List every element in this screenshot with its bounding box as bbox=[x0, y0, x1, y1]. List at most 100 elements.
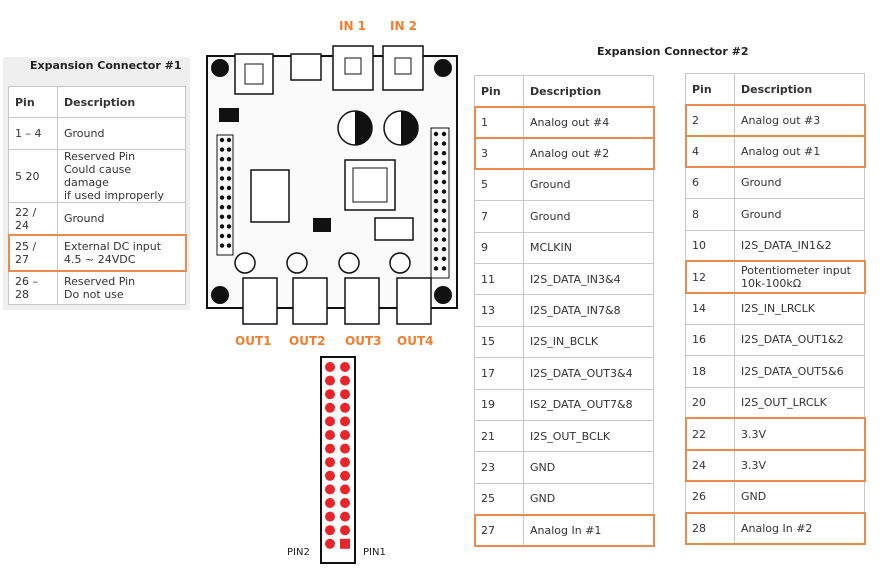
header-pin bbox=[325, 389, 335, 400]
table-row: 3 Analog out #2 bbox=[474, 137, 654, 170]
pin-number: 26 – 28 bbox=[8, 270, 58, 305]
header-dot bbox=[433, 179, 439, 185]
pin-number: 2 bbox=[685, 103, 735, 137]
pin-description: 3.3V bbox=[734, 449, 865, 482]
output-label-4: OUT4 bbox=[397, 334, 434, 348]
header-dot bbox=[441, 189, 447, 194]
header-pin bbox=[340, 362, 350, 372]
output-jack-4 bbox=[396, 277, 432, 325]
pin-number: 12 bbox=[685, 260, 735, 294]
header-dot bbox=[441, 179, 447, 185]
header-dot bbox=[219, 205, 225, 210]
pin-description: MCLKIN bbox=[523, 231, 654, 264]
pin-number: 5 20 bbox=[8, 149, 58, 203]
pin-number: 15 bbox=[474, 325, 524, 359]
pin-description: I2S_OUT_LRCLK bbox=[734, 386, 865, 419]
pin-description: Ground bbox=[734, 166, 865, 200]
header-pin bbox=[340, 375, 350, 386]
description-line: I2S_DATA_OUT1&2 bbox=[741, 333, 844, 347]
output-jack-1 bbox=[242, 277, 278, 325]
header-dot bbox=[441, 131, 447, 137]
header-dot bbox=[433, 208, 439, 213]
pin-description: Ground bbox=[523, 200, 654, 233]
input-jack-1 bbox=[332, 45, 374, 91]
header-dot bbox=[219, 147, 225, 152]
pin1-label: PIN1 bbox=[363, 547, 386, 558]
description-line: I2S_IN_BCLK bbox=[530, 335, 599, 349]
description-line: I2S_DATA_OUT5&6 bbox=[741, 364, 844, 378]
header-dot bbox=[441, 160, 447, 165]
header-dot bbox=[219, 137, 225, 143]
description-line: I2S_DATA_IN7&8 bbox=[530, 304, 621, 318]
pin-description: Ground bbox=[734, 198, 865, 231]
pin-number: 26 bbox=[685, 480, 735, 514]
pin-number: 22 / 24 bbox=[8, 202, 58, 235]
header-pin bbox=[340, 430, 350, 440]
pin-number: 3 bbox=[474, 137, 524, 170]
mounting-hole bbox=[211, 59, 229, 77]
description-line: Reserved Pin bbox=[64, 274, 136, 288]
mounting-hole bbox=[434, 59, 452, 77]
description-line: Analog In #1 bbox=[530, 523, 602, 537]
power-jack bbox=[234, 53, 274, 95]
header-pin bbox=[325, 525, 335, 536]
header-pin-1 bbox=[340, 538, 350, 549]
usb-connector bbox=[290, 53, 322, 81]
header-pin bbox=[325, 362, 335, 372]
output-jack-3 bbox=[344, 277, 380, 325]
pin-description: Analog out #2 bbox=[523, 137, 654, 170]
output-label-1: OUT1 bbox=[235, 334, 272, 348]
description-line: 10k-100kΩ bbox=[741, 277, 802, 291]
board-diagram bbox=[206, 45, 458, 564]
description-line: Analog out #2 bbox=[530, 147, 610, 161]
pin-description: 3.3V bbox=[734, 417, 865, 451]
header-dot bbox=[433, 141, 439, 146]
description-line: Ground bbox=[530, 178, 571, 192]
header-dot bbox=[441, 141, 447, 146]
header-pin bbox=[340, 484, 350, 495]
ic-chip bbox=[250, 169, 290, 223]
header-pin bbox=[325, 402, 335, 413]
pin-number: 13 bbox=[474, 294, 524, 327]
header-dot bbox=[441, 237, 447, 242]
header-dot bbox=[441, 256, 447, 261]
header-dot bbox=[219, 166, 225, 171]
input-label-1: IN 1 bbox=[339, 19, 367, 33]
header-pin bbox=[325, 538, 335, 549]
pin-description: Ground bbox=[57, 202, 186, 235]
pin-description: I2S_DATA_OUT3&4 bbox=[523, 357, 654, 390]
pin-number: 19 bbox=[474, 388, 524, 421]
pin-description: GND bbox=[523, 482, 654, 516]
header-dot bbox=[441, 247, 447, 252]
pin-column-header: Pin bbox=[685, 73, 735, 105]
pin-number: 23 bbox=[474, 451, 524, 484]
description-line: Analog out #3 bbox=[741, 113, 821, 127]
header-dot bbox=[219, 233, 225, 239]
pin-number: 11 bbox=[474, 262, 524, 296]
pin-number: 9 bbox=[474, 231, 524, 264]
description-line: Analog out #1 bbox=[741, 145, 821, 159]
description-line: Ground bbox=[741, 176, 782, 190]
input-jack-2 bbox=[382, 45, 424, 91]
potentiometer bbox=[389, 252, 411, 274]
header-dot bbox=[226, 195, 232, 200]
output-label-3: OUT3 bbox=[345, 334, 382, 348]
pin-description: I2S_IN_BCLK bbox=[523, 325, 654, 359]
header-dot bbox=[433, 131, 439, 137]
